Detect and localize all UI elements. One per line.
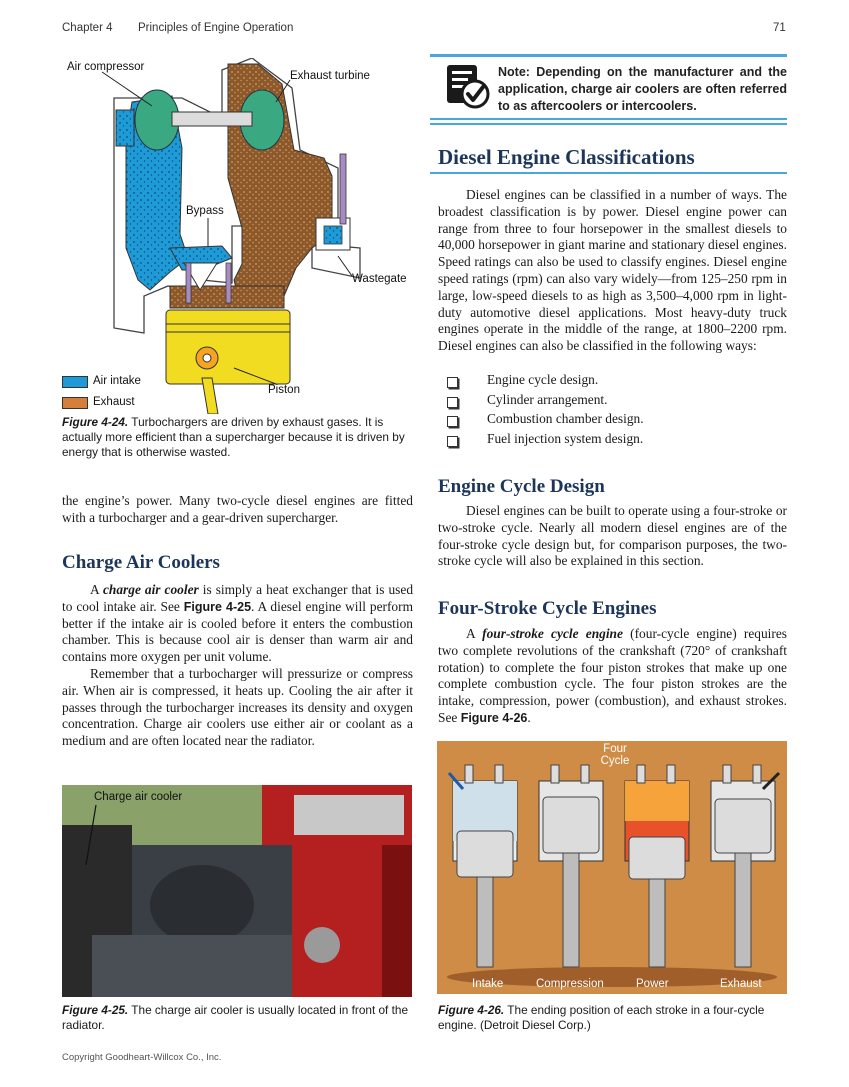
heading-diesel-engine-classifications: Diesel Engine Classifications bbox=[438, 145, 695, 169]
list-item: Engine cycle design. bbox=[438, 372, 787, 392]
heading-engine-cycle-design: Engine Cycle Design bbox=[438, 476, 605, 497]
figure-4-24-caption-label: Figure 4-24. bbox=[62, 415, 129, 429]
ref-figure-4-25: Figure 4-25 bbox=[183, 599, 252, 614]
charge-air-para-1: A charge air cooler is simply a heat exc… bbox=[62, 582, 414, 665]
figure-4-26-caption-label: Figure 4-26. bbox=[438, 1003, 505, 1017]
legend-air-intake: Air intake bbox=[93, 375, 141, 387]
cylinder-power bbox=[624, 764, 690, 968]
list-item: Fuel injection system design. bbox=[438, 431, 787, 451]
label-exhaust-turbine: Exhaust turbine bbox=[290, 70, 370, 82]
continuation-paragraph: the engine’s power. Many two-cycle diese… bbox=[62, 493, 413, 525]
stroke-label-intake: Intake bbox=[472, 978, 504, 990]
heading-charge-air-coolers: Charge Air Coolers bbox=[62, 552, 220, 573]
running-header-chapter: Chapter 4 bbox=[62, 22, 113, 34]
stroke-label-exhaust: Exhaust bbox=[720, 978, 762, 990]
term-charge-air-cooler: charge air cooler bbox=[102, 582, 199, 597]
figure-4-25-caption: Figure 4-25. The charge air cooler is us… bbox=[62, 1003, 414, 1033]
list-item: Combustion chamber design. bbox=[438, 411, 787, 431]
cylinder-exhaust bbox=[710, 764, 776, 968]
figure-4-26-title: Four Cycle bbox=[600, 743, 630, 767]
engine-cycle-paragraph: Diesel engines can be built to operate u… bbox=[438, 503, 787, 569]
note-bottom-rule-2 bbox=[430, 123, 787, 125]
note-text: Note: Depending on the manufacturer and … bbox=[498, 65, 787, 113]
figure-4-24-caption-text: Turbochargers are driven by exhaust gase… bbox=[62, 415, 405, 459]
cylinder-compression bbox=[538, 764, 604, 968]
figure-4-25-caption-text: The charge air cooler is usually located… bbox=[62, 1003, 409, 1032]
figure-4-26-caption: Figure 4-26. The ending position of each… bbox=[438, 1003, 788, 1033]
stroke-label-compression: Compression bbox=[536, 978, 604, 990]
ref-figure-4-26: Figure 4-26 bbox=[460, 710, 528, 725]
charge-air-para-2: Remember that a turbocharger will pressu… bbox=[62, 665, 413, 749]
legend-swatch-exhaust bbox=[62, 397, 88, 409]
label-bypass: Bypass bbox=[186, 205, 224, 217]
figure-4-25-caption-label: Figure 4-25. bbox=[62, 1003, 129, 1017]
note-checklist-icon bbox=[447, 65, 490, 109]
legend-exhaust: Exhaust bbox=[93, 396, 135, 408]
charge-air-cooler-photo bbox=[62, 785, 412, 997]
stroke-label-power: Power bbox=[636, 978, 669, 990]
list-item: Cylinder arrangement. bbox=[438, 392, 787, 412]
label-air-compressor: Air compressor bbox=[67, 61, 145, 73]
page-number: 71 bbox=[773, 22, 786, 34]
label-wastegate: Wastegate bbox=[352, 273, 407, 285]
figure-4-24-caption: Figure 4-24. Turbochargers are driven by… bbox=[62, 415, 414, 460]
legend-swatch-air-intake bbox=[62, 376, 88, 388]
note-top-rule bbox=[430, 54, 787, 57]
label-piston: Piston bbox=[268, 384, 300, 396]
footer-copyright: Copyright Goodheart-Willcox Co., Inc. bbox=[62, 1052, 222, 1063]
charge-air-coolers-body: A charge air cooler is simply a heat exc… bbox=[62, 582, 413, 750]
four-cycle-diagram bbox=[437, 741, 787, 994]
note-bottom-rule-1 bbox=[430, 118, 787, 120]
figure-4-26-caption-text: The ending position of each stroke in a … bbox=[438, 1003, 765, 1032]
classifications-paragraph: Diesel engines can be classified in a nu… bbox=[438, 187, 787, 354]
running-header-title: Principles of Engine Operation bbox=[138, 22, 294, 34]
four-stroke-paragraph: A four-stroke cycle engine (four-cycle e… bbox=[438, 626, 788, 725]
heading-rule bbox=[430, 172, 787, 174]
label-charge-air-cooler: Charge air cooler bbox=[94, 791, 183, 803]
term-four-stroke-cycle-engine: four-stroke cycle engine bbox=[482, 626, 623, 641]
turbocharger-diagram bbox=[101, 58, 361, 414]
cylinder-intake bbox=[452, 764, 518, 968]
classification-list: Engine cycle design. Cylinder arrangemen… bbox=[438, 372, 787, 450]
heading-four-stroke-cycle-engines: Four-Stroke Cycle Engines bbox=[438, 598, 657, 619]
